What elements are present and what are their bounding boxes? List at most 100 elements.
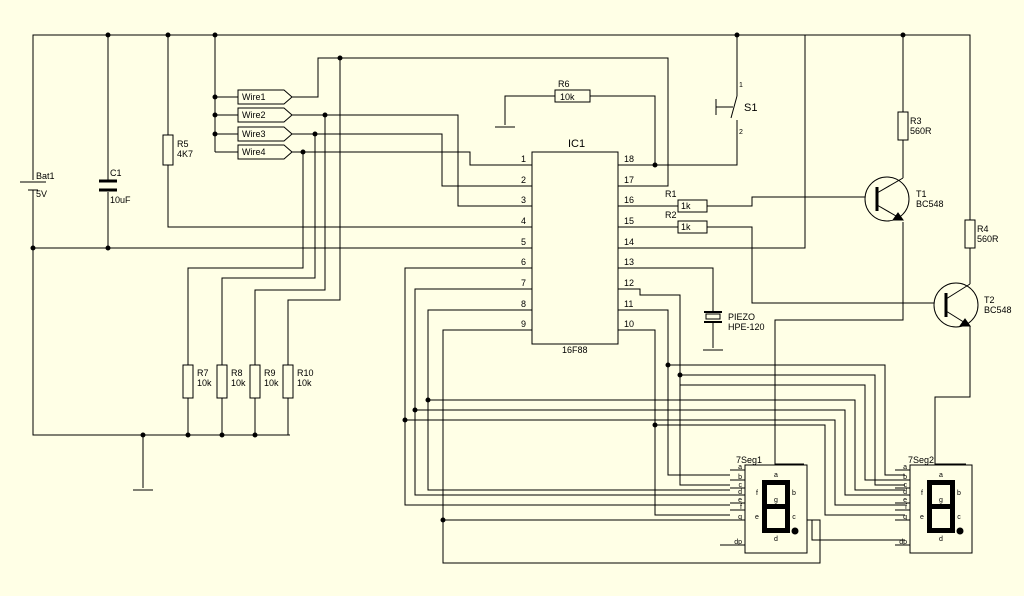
resistor-r7: [182, 364, 194, 399]
seg2-letter-d: d: [939, 536, 943, 543]
seg1-segment-c: [785, 504, 790, 533]
ic1-pin-12-label: 12: [624, 278, 634, 288]
r9-value: 10k: [264, 378, 279, 388]
seg1-letter-c: c: [792, 514, 796, 521]
r6-value: 10k: [560, 92, 575, 102]
seg1-ref: 7Seg1: [736, 455, 762, 465]
seg1-letter-e: e: [755, 514, 759, 521]
seg1-letter-a: a: [774, 472, 778, 479]
seg1-letter-b: b: [792, 490, 796, 497]
c1-value: 10uF: [110, 195, 131, 205]
r6-ref: R6: [558, 79, 570, 89]
bat1-ref: Bat1: [36, 171, 55, 181]
s1-ref: S1: [744, 102, 757, 114]
ic1-pin-11-label: 11: [624, 299, 633, 309]
resistor-r6: R6 10k: [554, 79, 591, 103]
pulldown-resistors: R7 10k R8 10k R9 10k R10 10k: [182, 364, 314, 399]
seg1-letter-d: d: [774, 536, 778, 543]
seg2-pin-e-label: e: [903, 497, 907, 504]
transistor-t2: T2 BC548: [933, 282, 1012, 328]
ic1-pin-9-label: 9: [521, 319, 526, 329]
wire1-label: Wire1: [242, 92, 266, 102]
seg1-pin-a-label: a: [738, 464, 742, 471]
seg2-pin-g-label: g: [903, 514, 907, 521]
seg1-segment-g: [767, 504, 785, 509]
seg2-pin-c-label: c: [904, 482, 908, 489]
resistor-r10: [282, 364, 294, 399]
piezo-value: HPE-120: [728, 322, 765, 332]
wire4-connector: [237, 144, 293, 160]
bat1-value: 5V: [36, 189, 47, 199]
ic1-pin-7-label: 7: [521, 278, 526, 288]
seg2-pin-f-label: f: [905, 504, 907, 511]
r3-ref: R3: [910, 116, 922, 126]
resistor-r5: R5 4K7: [162, 134, 193, 166]
r5-ref: R5: [177, 139, 189, 149]
ic1-part: 16F88: [562, 345, 588, 355]
resistor-r9: [249, 364, 261, 399]
ic1-pin-3-label: 3: [521, 195, 526, 205]
ic1-pin-2-label: 2: [521, 175, 526, 185]
seg2-segment-f: [927, 480, 932, 509]
wire3-label: Wire3: [242, 129, 266, 139]
seg2-segment-c: [950, 504, 955, 533]
seg2-letter-a: a: [939, 472, 943, 479]
seg2-pin-a-label: a: [903, 464, 907, 471]
battery-bat1: Bat1 5V: [20, 171, 55, 248]
resistor-r4: R4 560R: [964, 219, 999, 249]
resistor-r1: 1k R1: [665, 189, 708, 213]
t1-ref: T1: [916, 189, 927, 199]
seg2-pin-dp-label: dp: [899, 539, 907, 546]
wire2-connector: [237, 107, 293, 123]
seg2-segment-e: [927, 504, 932, 533]
ic1-pin-5-label: 5: [521, 237, 526, 247]
seg1-letter-f: f: [756, 490, 758, 497]
wire1-connector: [237, 89, 293, 105]
ic1-pin-13-label: 13: [624, 257, 634, 267]
ic1-pin-14-label: 14: [624, 237, 634, 247]
seg2-ref: 7Seg2: [908, 455, 934, 465]
ic1-pin-1-label: 1: [521, 154, 526, 164]
c1-ref: C1: [110, 168, 122, 178]
s1-pin2: 2: [739, 129, 743, 136]
piezo-buzzer: PIEZO HPE-120: [704, 311, 765, 332]
seg1-pin-b-label: b: [738, 474, 742, 481]
seg2-decimal-point: [956, 527, 964, 535]
r4-value: 560R: [977, 234, 999, 244]
seg2-pin-d-label: d: [903, 489, 907, 496]
seg1-decimal-point: [791, 527, 799, 535]
r7-ref: R7: [197, 368, 209, 378]
r7-value: 10k: [197, 378, 212, 388]
capacitor-c1: C1 10uF: [98, 168, 131, 205]
r10-ref: R10: [297, 368, 314, 378]
seg2-segment-d: [932, 528, 950, 533]
ic1-pin-17-label: 17: [624, 175, 634, 185]
wire-connectors: Wire1 Wire2 Wire3 Wire4: [237, 89, 293, 160]
r3-value: 560R: [910, 126, 932, 136]
r2-ref: R2: [665, 210, 677, 220]
transistor-t1: T1 BC548: [864, 176, 944, 222]
seg1-segment-a: [767, 480, 785, 485]
t1-value: BC548: [916, 199, 944, 209]
seg2-letter-e: e: [920, 514, 924, 521]
seg1-segment-f: [762, 480, 767, 509]
seg1-pin-d-label: d: [738, 489, 742, 496]
resistor-r2: 1k R2: [665, 210, 708, 234]
r1-value: 1k: [681, 201, 691, 211]
seg1-pin-f-label: f: [740, 504, 742, 511]
ic1-pin-18-label: 18: [624, 154, 634, 164]
seg1-letter-g: g: [774, 497, 778, 504]
seg1-pin-dp-label: dp: [734, 539, 742, 546]
seg2-letter-g: g: [939, 497, 943, 504]
wire3-connector: [237, 126, 293, 142]
switch-s1: S1 1 2: [715, 82, 757, 136]
ic1-body: [531, 151, 619, 345]
r4-ref: R4: [977, 224, 989, 234]
r1-ref: R1: [665, 189, 677, 199]
r5-value: 4K7: [177, 149, 193, 159]
seg1-pin-e-label: e: [738, 497, 742, 504]
r8-ref: R8: [231, 368, 243, 378]
wire4-label: Wire4: [242, 147, 266, 157]
